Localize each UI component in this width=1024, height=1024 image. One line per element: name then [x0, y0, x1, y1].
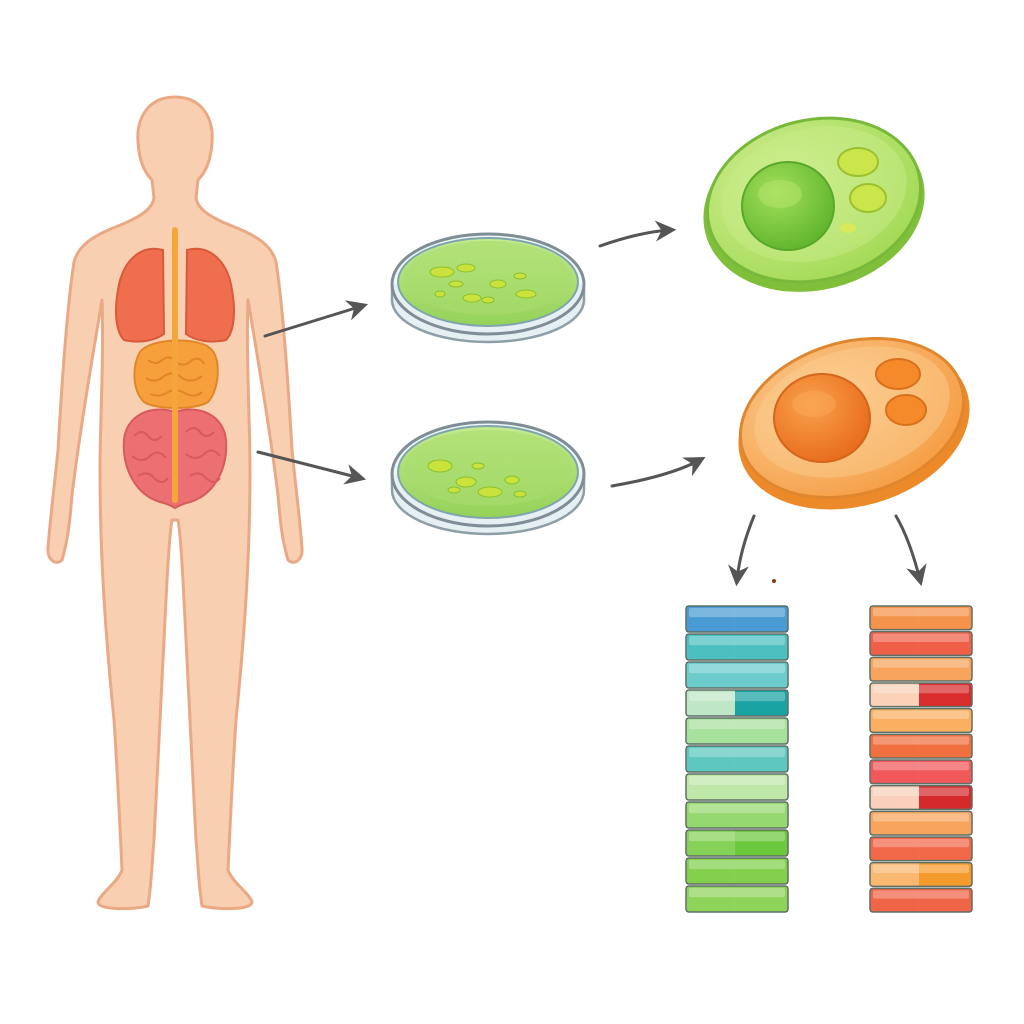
small-dot [772, 579, 776, 583]
bar-segment [685, 661, 789, 689]
bar-segment [685, 829, 789, 857]
arrow-orange-cell-to-green-bar [728, 514, 756, 587]
bar-segment [869, 810, 973, 836]
bar-segment [685, 773, 789, 801]
bar-segment [685, 885, 789, 913]
bar-segment [869, 759, 973, 785]
arrow-dish-top-to-green-cell [598, 220, 677, 248]
bar-segment [869, 784, 973, 811]
bar-segment [685, 801, 789, 829]
arrow-body-to-dish-top [263, 300, 369, 338]
bar-segment [869, 861, 973, 888]
left-lung [115, 247, 166, 343]
arrow-body-to-dish-bottom [256, 450, 367, 485]
bar-segment [869, 887, 973, 913]
bar-segment [869, 836, 973, 862]
bar-segment [685, 857, 789, 885]
bar-segment [869, 630, 973, 657]
green-profile-bar [685, 605, 789, 913]
brain-folds [131, 427, 221, 483]
colonies-bottom [427, 459, 527, 498]
flow-arrows [256, 220, 927, 587]
bar-segment [685, 633, 789, 661]
arrow-orange-cell-to-orange-bar [894, 514, 927, 587]
orange-cell-icon [738, 336, 970, 510]
bar-segment [869, 605, 973, 631]
petri-dish-top [390, 232, 586, 344]
bar-segment [869, 656, 973, 682]
bar-segment [685, 745, 789, 773]
orange-profile-bar [869, 605, 973, 913]
bar-segment [685, 717, 789, 745]
bar-segment [869, 733, 973, 759]
bar-segment [685, 605, 789, 633]
arrow-dish-bottom-to-orange-cell [610, 457, 706, 488]
right-lung [184, 247, 235, 343]
bar-segment [869, 682, 973, 708]
colonies-top [429, 263, 537, 304]
bar-segment [869, 707, 973, 734]
human-body-icon [46, 95, 304, 911]
green-cell-icon [703, 116, 925, 292]
petri-dish-bottom [390, 420, 586, 536]
bar-segment [685, 689, 789, 717]
